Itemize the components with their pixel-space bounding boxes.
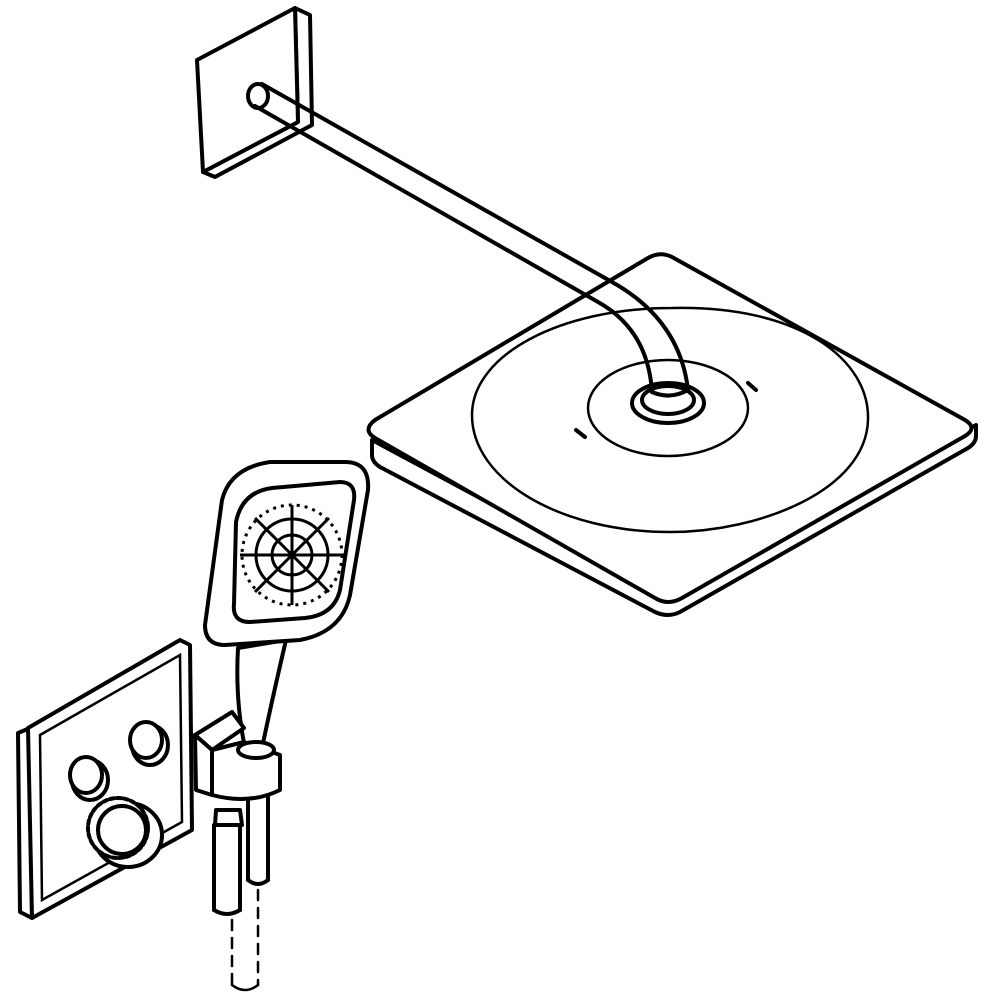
thermostat-control-panel bbox=[16, 638, 194, 920]
shower-holder bbox=[193, 710, 282, 801]
head-shower bbox=[366, 252, 978, 617]
button-knob-lower[interactable] bbox=[68, 755, 110, 802]
shower-hose bbox=[212, 793, 270, 992]
hand-shower bbox=[203, 460, 371, 750]
temperature-knob[interactable] bbox=[86, 796, 164, 869]
shower-arm bbox=[253, 82, 690, 398]
button-knob-upper[interactable] bbox=[128, 720, 170, 767]
spray-nozzles-pattern bbox=[240, 503, 344, 607]
wall-flange bbox=[195, 6, 314, 179]
